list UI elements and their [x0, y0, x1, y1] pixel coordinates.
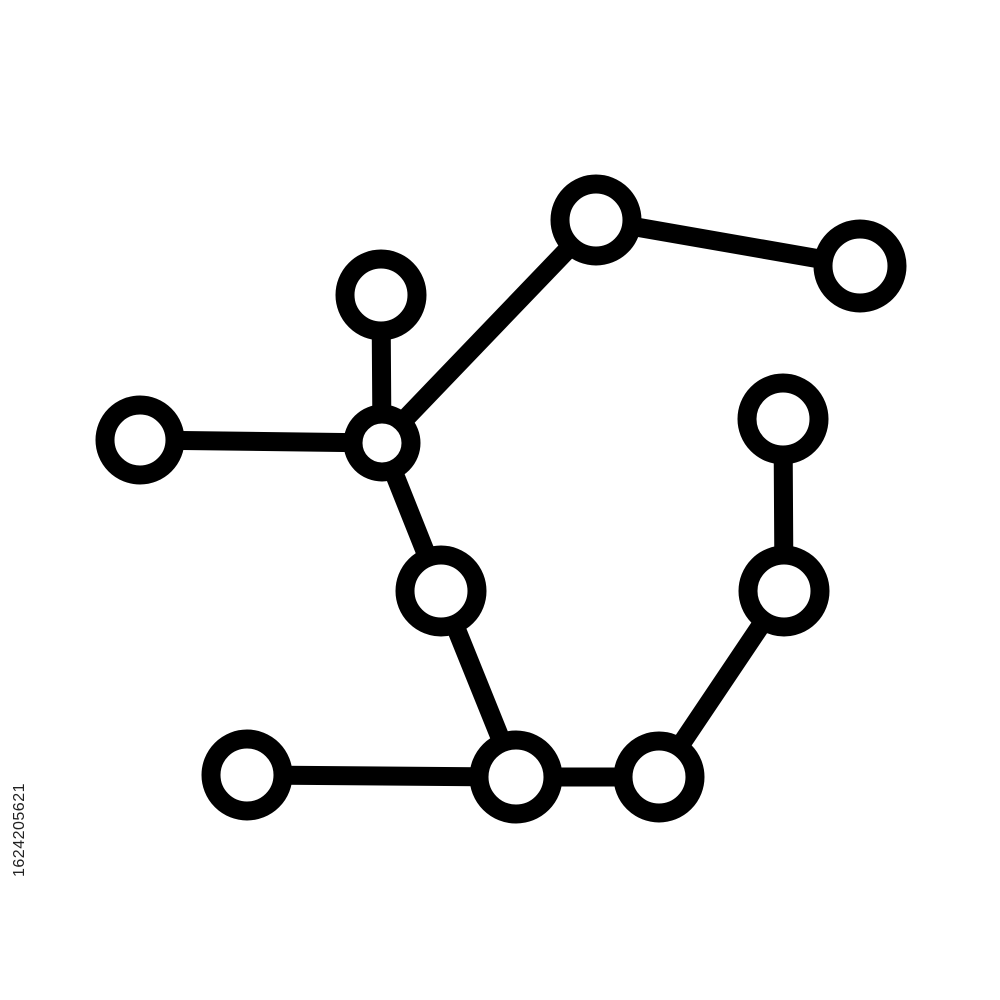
node-top-small — [335, 249, 427, 341]
network-edges — [130, 210, 870, 787]
node-hub — [343, 404, 421, 482]
node-bottom-center — [469, 730, 563, 824]
node-bottom-left — [201, 729, 293, 821]
node-bottom-right — [613, 731, 705, 823]
node-center — [395, 545, 487, 637]
stock-id-label: 1624205621 — [11, 783, 29, 877]
node-right-top — [737, 373, 829, 465]
edge-hub-to-upper-mid — [372, 210, 606, 453]
node-left — [95, 395, 185, 485]
node-right-end — [813, 219, 907, 313]
network-nodes — [95, 174, 907, 824]
node-right-mid — [738, 545, 830, 637]
vertical-id-text: 1624205621 — [11, 755, 29, 905]
node-upper-mid — [550, 174, 642, 266]
